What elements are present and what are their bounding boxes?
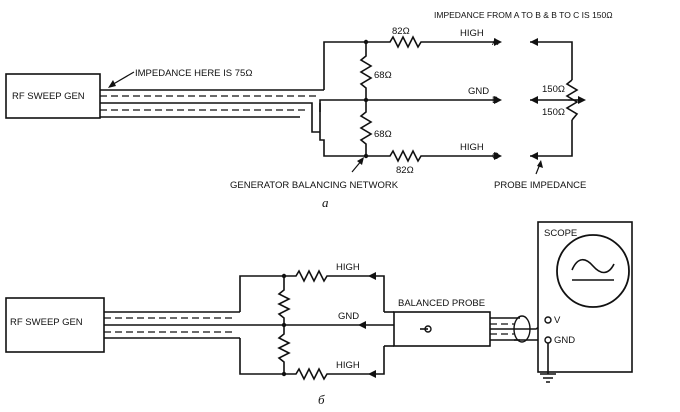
resistor-82-bottom — [366, 149, 500, 163]
probe-wire-top — [530, 41, 573, 80]
series-resistor-top-b — [284, 269, 385, 312]
probe-arrow-b — [530, 96, 538, 104]
r-probe-top-label: 150Ω — [542, 84, 565, 95]
rf-sweep-gen-label-a: RF SWEEP GEN — [12, 91, 85, 102]
scope-v-label: V — [554, 315, 561, 326]
r-shunt-top-label: 68Ω — [374, 70, 392, 81]
arrow-high-top-b — [368, 272, 376, 280]
r-shunt-bottom-label: 68Ω — [374, 129, 392, 140]
gnd-label-b: GND — [338, 311, 359, 322]
caption-a: a — [322, 195, 329, 210]
figure-a: RF SWEEP GEN IMPEDANCE HERE IS 75Ω 82Ω H… — [5, 10, 613, 210]
scope-v-terminal — [544, 316, 552, 324]
wire-bottom-left-b — [239, 338, 284, 375]
node-bottom-a — [363, 153, 369, 159]
arrow-b — [494, 96, 502, 104]
rf-sweep-gen-box-a — [5, 73, 101, 119]
arrow-c — [494, 152, 502, 160]
probe-arrow-c — [530, 152, 538, 160]
wire-center-left-a — [311, 112, 320, 133]
r-top-label: 82Ω — [392, 26, 410, 37]
shunt-resistor-top-b — [277, 276, 291, 326]
resistor-82-top — [366, 35, 500, 49]
impedance-ab-label: IMPEDANCE FROM A TO B & B TO C IS 150Ω — [434, 10, 613, 20]
rf-sweep-gen-label-b: RF SWEEP GEN — [10, 317, 83, 328]
high-top-label-b: HIGH — [336, 262, 360, 273]
high-top-label-a: HIGH — [460, 28, 484, 39]
scope-label: SCOPE — [544, 228, 577, 239]
figure-b: RF SWEEP GEN HIGH HIGH GND BALANCED PROB… — [5, 221, 633, 407]
wire-gnd-a — [319, 99, 500, 112]
coax-center-a — [100, 102, 313, 112]
wire-top-left-b — [239, 275, 284, 312]
balanced-probe-label: BALANCED PROBE — [398, 298, 485, 309]
impedance-here-arrowhead — [108, 80, 116, 88]
wire-top-left-a — [323, 41, 366, 90]
probe-wiper-arrow — [578, 96, 586, 104]
series-resistor-bottom-b — [284, 346, 385, 381]
network-label: GENERATOR BALANCING NETWORK — [230, 180, 399, 191]
high-bottom-label-a: HIGH — [460, 142, 484, 153]
probe-impedance-arrowhead — [537, 160, 543, 168]
probe-impedance-label: PROBE IMPEDANCE — [494, 180, 586, 191]
impedance-here-label: IMPEDANCE HERE IS 75Ω — [135, 68, 252, 79]
arrow-gnd-b — [358, 321, 366, 329]
scope-gnd-terminal — [544, 336, 552, 344]
balanced-probe-box — [393, 311, 491, 347]
caption-b: б — [318, 392, 325, 407]
gnd-label-a: GND — [468, 86, 489, 97]
high-bottom-label-b: HIGH — [336, 360, 360, 371]
cable-loop — [513, 315, 531, 343]
scope-trace-top — [571, 258, 615, 274]
probe-arrow-a — [530, 38, 538, 46]
r-probe-bottom-label: 150Ω — [542, 107, 565, 118]
arrow-high-bottom-b — [368, 370, 376, 378]
resistor-68-bottom — [359, 100, 373, 156]
scope-gnd-label: GND — [554, 335, 575, 346]
node-top-a — [363, 39, 369, 45]
probe-resistor — [565, 79, 579, 121]
probe-wire-bottom — [530, 120, 573, 157]
resistor-68-top — [359, 42, 373, 100]
rf-sweep-gen-box-b — [5, 297, 105, 353]
network-arrowhead — [357, 157, 364, 165]
shunt-resistor-bottom-b — [277, 326, 291, 374]
scope-screen — [556, 234, 630, 308]
r-bottom-label: 82Ω — [396, 165, 414, 176]
ground-icon — [540, 373, 556, 383]
arrow-a — [494, 38, 502, 46]
wire-bottom-left-a — [319, 103, 366, 157]
